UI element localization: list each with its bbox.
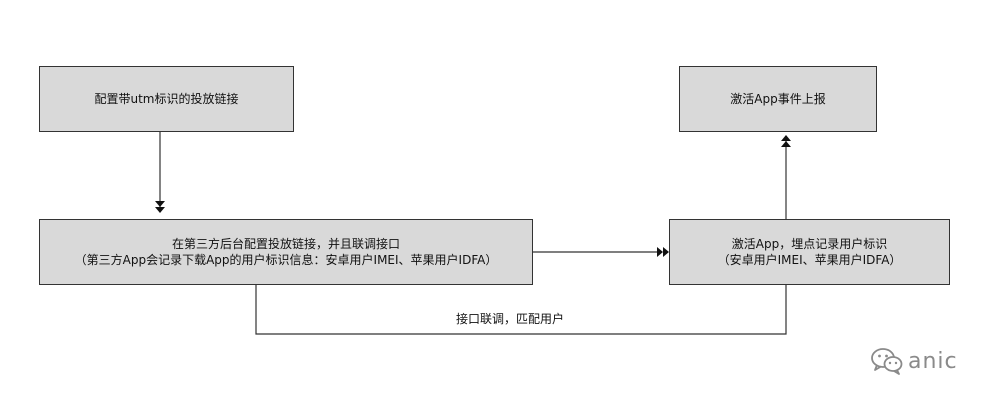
arrowhead-down-2 [155, 207, 165, 213]
node-utm-link-label: 配置带utm标识的投放链接 [94, 92, 239, 106]
wechat-icon [871, 348, 903, 375]
node-utm-link: 配置带utm标识的投放链接 [39, 66, 294, 132]
arrowhead-right-2 [663, 247, 669, 257]
watermark: anic [870, 346, 958, 376]
node-activate-report: 激活App事件上报 [679, 66, 877, 132]
arrowhead-right-1 [657, 247, 663, 257]
node-app-activate: 激活App，埋点记录用户标识 （安卓用户IMEI、苹果用户IDFA） [669, 219, 950, 285]
connector-interface-loop [255, 285, 787, 335]
arrowhead-down-1 [155, 201, 165, 207]
watermark-text: anic [908, 348, 958, 374]
arrowhead-up-2 [781, 135, 791, 141]
node-activate-report-label: 激活App事件上报 [730, 92, 826, 106]
node-third-party-config: 在第三方后台配置投放链接，并且联调接口 （第三方App会记录下载App的用户标识… [39, 219, 533, 285]
node-app-activate-line1: 激活App，埋点记录用户标识 [731, 237, 888, 251]
node-third-party-line1: 在第三方后台配置投放链接，并且联调接口 [171, 237, 400, 251]
edge-label-interface-match: 接口联调，匹配用户 [455, 312, 564, 326]
arrowhead-up-1 [781, 141, 791, 147]
node-third-party-line2: （第三方App会记录下载App的用户标识信息：安卓用户IMEI、苹果用户IDFA… [74, 253, 498, 267]
node-app-activate-line2: （安卓用户IMEI、苹果用户IDFA） [717, 253, 902, 267]
